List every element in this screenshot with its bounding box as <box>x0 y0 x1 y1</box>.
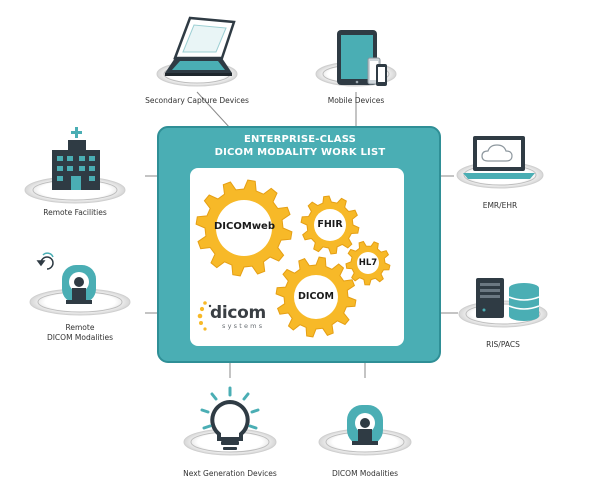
gear-label-dicom: DICOM <box>298 291 334 302</box>
label-remote-line2: DICOM Modalities <box>46 333 114 342</box>
connector-lines <box>145 91 458 378</box>
gear-hl7 <box>345 240 391 286</box>
hub-title-line1: ENTERPRISE-CLASS <box>243 134 357 145</box>
hospital-building-icon <box>52 127 100 190</box>
connector-secondary-capture <box>196 91 231 129</box>
label-mobile-devices: Mobile Devices <box>327 96 385 105</box>
label-secondary-capture: Secondary Capture Devices <box>145 96 249 105</box>
remote-modality-scanner-icon <box>62 265 96 304</box>
hub-title: ENTERPRISE-CLASS DICOM MODALITY WORK LIS… <box>160 133 440 159</box>
gear-dicom <box>275 256 357 338</box>
mobile-devices-icon <box>337 30 387 86</box>
gear-label-dicomweb: DICOMweb <box>214 221 275 232</box>
label-ris-pacs: RIS/PACS <box>486 340 520 349</box>
label-remote-dicom-modalities: Remote DICOM Modalities <box>20 323 140 343</box>
gear-label-hl7: HL7 <box>358 258 378 268</box>
laptop-cloud-icon <box>463 136 535 179</box>
label-remote-line1: Remote <box>65 323 95 332</box>
gear-label-fhir: FHIR <box>317 219 343 230</box>
hub-title-line2: DICOM MODALITY WORK LIST <box>214 147 386 158</box>
server-database-icon <box>476 278 540 321</box>
scanner-icon <box>165 16 236 76</box>
sync-arrows-icon <box>36 252 54 270</box>
gear-dicomweb <box>195 179 293 277</box>
dicom-brand-dots-icon <box>197 301 212 331</box>
brand-sub: systems <box>222 322 265 330</box>
light-bulb-icon <box>200 386 260 450</box>
label-emr-ehr: EMR/EHR <box>482 201 518 210</box>
brand-name: dicom <box>210 303 266 323</box>
modality-scanner-icon <box>347 405 383 445</box>
label-next-generation-devices: Next Generation Devices <box>183 469 277 478</box>
label-dicom-modalities: DICOM Modalities <box>331 469 399 478</box>
label-remote-facilities: Remote Facilities <box>43 208 107 217</box>
gear-fhir <box>300 195 360 255</box>
